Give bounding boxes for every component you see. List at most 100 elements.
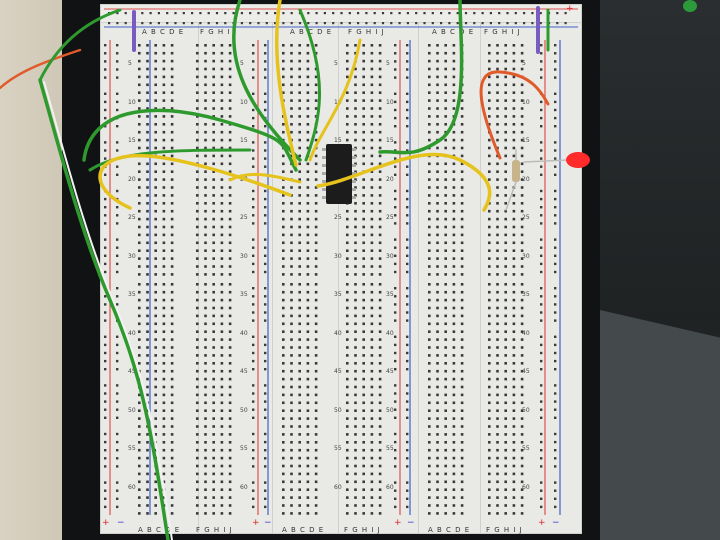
rail-hole [116,457,119,460]
hole [488,425,491,428]
hole [460,322,464,326]
hole [488,59,491,63]
hole [282,194,285,197]
rail-hole [540,44,543,47]
hole [354,283,357,286]
hole [512,154,516,158]
hole [488,154,491,158]
hole [212,322,215,326]
hole [298,283,301,286]
hole [520,409,524,412]
hole [212,298,215,302]
hole [354,441,357,444]
hole [154,472,157,476]
hole [444,115,447,118]
hole [196,59,199,63]
hole [428,322,431,326]
hole [346,488,349,491]
rail-hole [564,12,567,15]
hole [170,178,174,181]
hole [212,170,215,173]
hole [212,75,215,79]
hole [298,362,301,365]
rail-hole [264,392,267,395]
hole [282,298,285,302]
hole [504,488,507,491]
rail-hole [554,76,557,79]
hole [146,115,149,118]
rail-hole [540,238,543,241]
hole [460,409,464,412]
hole [220,433,224,436]
hole [378,425,382,428]
hole [354,496,357,499]
rail-hole [448,22,451,25]
hole [306,67,310,71]
hole [298,154,301,158]
hole [220,354,224,357]
hole [170,67,174,71]
hole [370,202,374,205]
hole [204,488,207,491]
hole [370,115,374,118]
hole [228,283,232,286]
hole [212,233,215,237]
hole [460,123,464,126]
hole [436,115,439,118]
hole [346,265,349,268]
hole [138,209,141,213]
hole [154,409,157,412]
hole [436,233,439,237]
hole [504,464,507,468]
hole [228,448,232,452]
wire-orange [479,70,550,160]
hole [298,488,301,491]
hole [154,322,157,326]
hole [162,401,166,405]
hole [504,441,507,444]
hole [452,51,456,55]
hole [314,225,318,229]
hole [436,362,439,365]
hole [314,44,318,47]
hole [362,186,365,189]
hole [314,472,318,476]
rail-hole [540,173,543,176]
hole [170,194,174,197]
hole [354,385,357,389]
rail-hole [540,125,543,128]
hole [452,496,456,499]
rail-hole [252,432,255,436]
rail-hole [264,254,267,257]
hole [170,346,174,349]
rail-hole [264,157,267,160]
hole [290,306,293,310]
hole [204,59,207,63]
rail-hole [240,12,243,15]
hole [162,154,166,158]
rail-hole [116,408,119,411]
hole [146,512,149,515]
hole [170,233,174,237]
column-labels-bottom-4: F G H I J [344,526,381,534]
hole [460,306,464,310]
hole [170,209,174,213]
rail-hole [406,432,409,436]
hole [228,75,232,79]
hole [504,425,507,428]
hole [314,377,318,381]
hole [314,83,318,87]
rail-hole [540,465,543,468]
hole [282,377,285,381]
hole [460,504,464,507]
rail-hole [290,12,293,15]
rail-hole [116,416,119,419]
hole [220,456,224,460]
hole [220,322,224,326]
hole [138,273,141,276]
rail-hole [406,108,409,112]
rail-hole [394,416,397,419]
hole [520,115,524,118]
hole [228,91,232,94]
hole [512,67,516,71]
